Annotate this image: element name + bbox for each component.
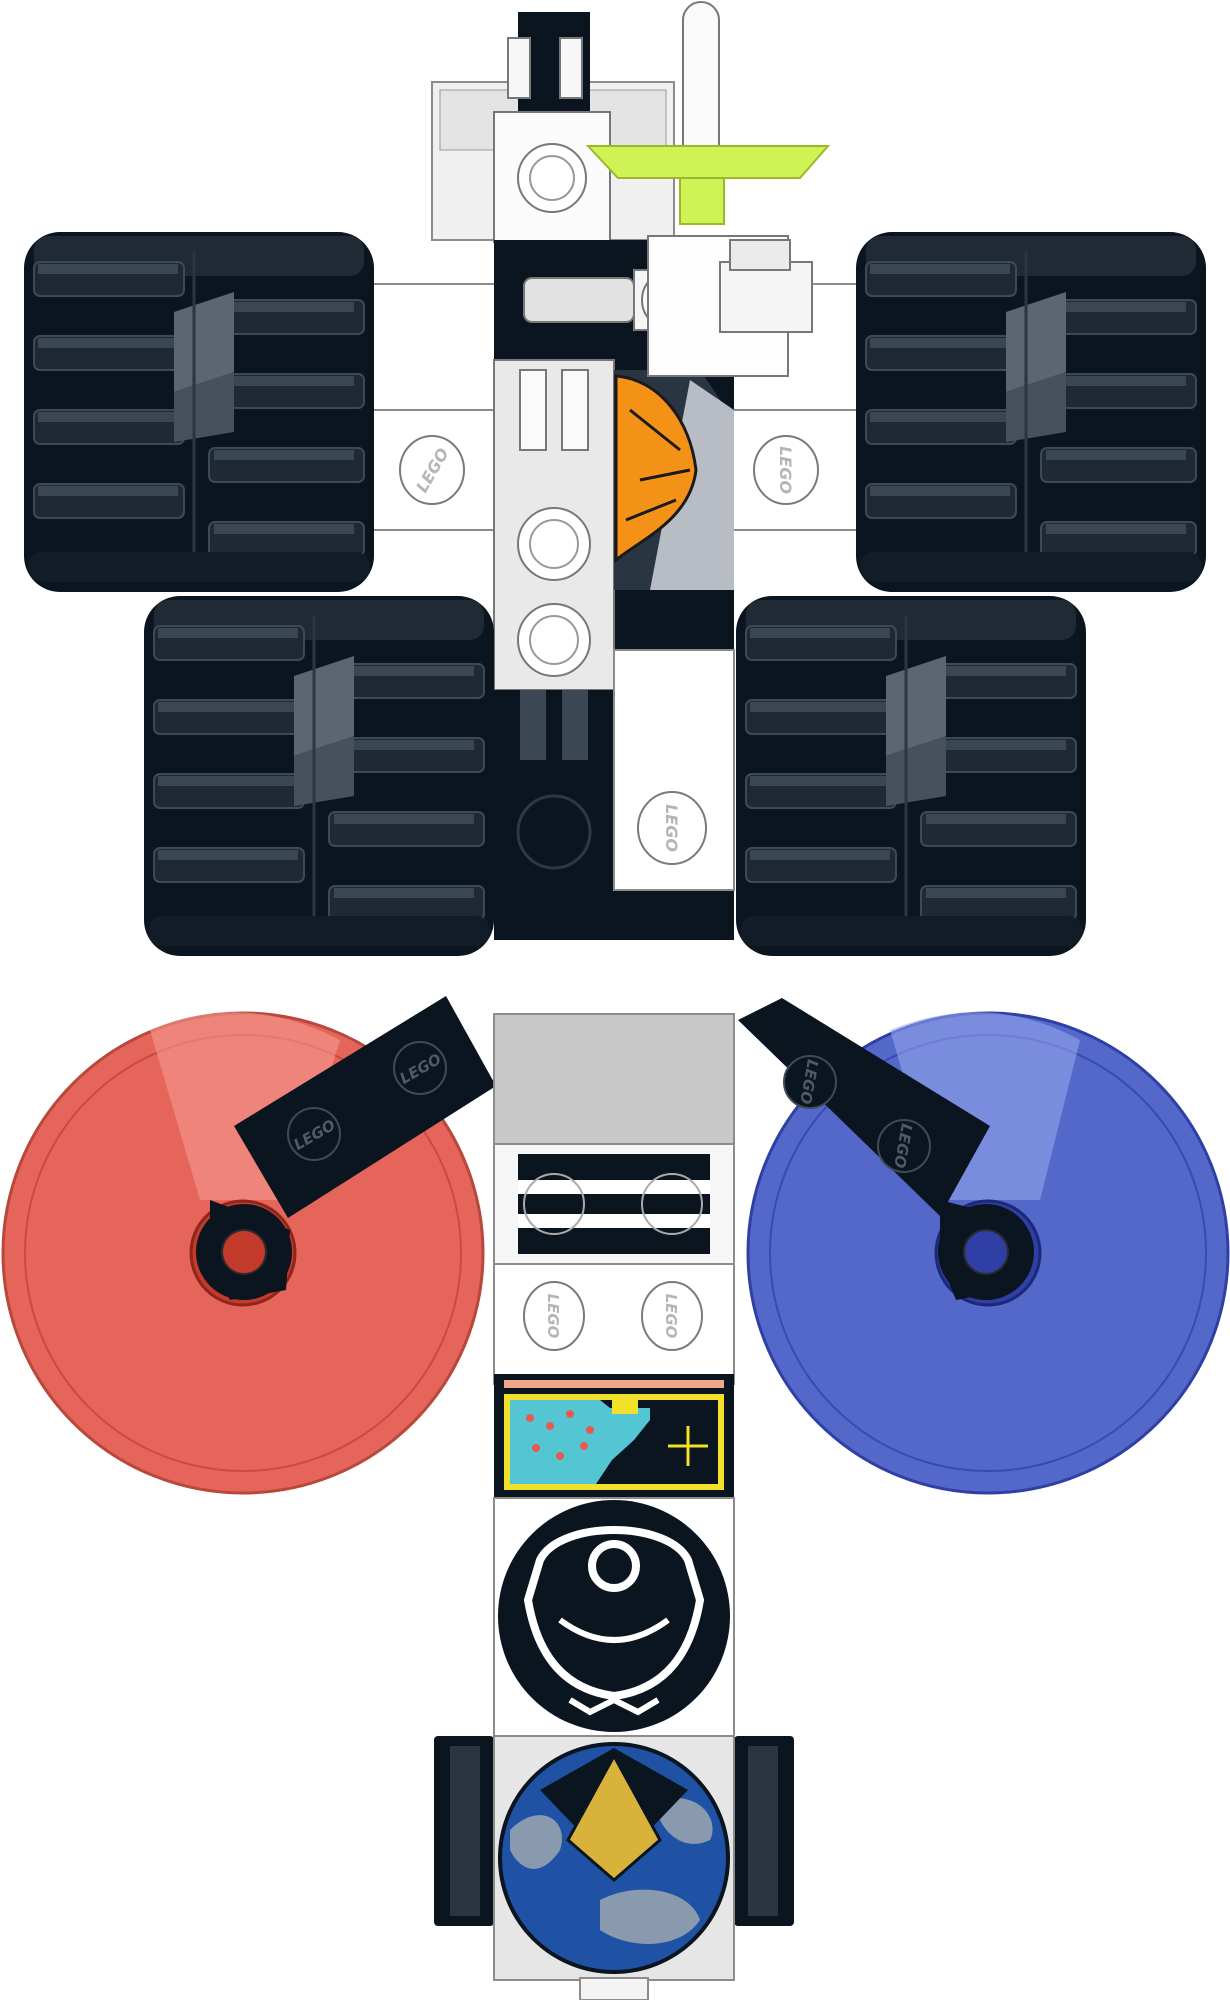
top-vehicle-assembly: LEGO LEGO — [22, 1, 1208, 958]
chassis-stud-lower — [517, 603, 591, 677]
axle-stud-left: LEGO — [399, 435, 465, 505]
chassis-stud-upper — [517, 507, 591, 581]
svg-text:LEGO: LEGO — [662, 804, 681, 852]
grey-plate — [493, 1013, 735, 1145]
orange-hazard-decal-icon — [614, 370, 734, 590]
tire-icon — [854, 230, 1208, 594]
tire-icon — [734, 594, 1088, 958]
radar-assembly: LEGO LEGO LEGO LEGO — [1, 996, 1230, 2000]
right-dish-arm: LEGO LEGO — [738, 998, 1034, 1300]
arm-stud: LEGO — [287, 1107, 341, 1161]
svg-text:LEGO: LEGO — [776, 446, 795, 494]
top-hinge-brick — [431, 12, 675, 243]
svg-text:LEGO: LEGO — [544, 1294, 562, 1339]
globe-emblem-icon — [498, 1742, 730, 1974]
axle-stud-right: LEGO — [753, 435, 819, 505]
left-dish-arm: LEGO LEGO — [196, 996, 496, 1300]
svg-text:LEGO: LEGO — [662, 1294, 680, 1339]
arm-stud: LEGO — [783, 1055, 837, 1109]
chassis-stud-black — [516, 794, 592, 870]
arm-stud: LEGO — [877, 1119, 931, 1173]
grille-plate — [518, 1154, 710, 1254]
bottom-tab — [579, 1977, 649, 2000]
control-panel-icon — [494, 1374, 734, 1498]
space-insignia-icon — [498, 1500, 730, 1732]
plate-stud: LEGO — [641, 1281, 703, 1351]
antenna-icon — [585, 1, 831, 225]
plate-stud: LEGO — [523, 1281, 585, 1351]
tire-icon — [142, 594, 496, 958]
chassis-stud-white: LEGO — [637, 791, 707, 865]
side-mechanism — [523, 235, 813, 377]
arm-stud: LEGO — [393, 1041, 447, 1095]
tire-icon — [22, 230, 376, 594]
